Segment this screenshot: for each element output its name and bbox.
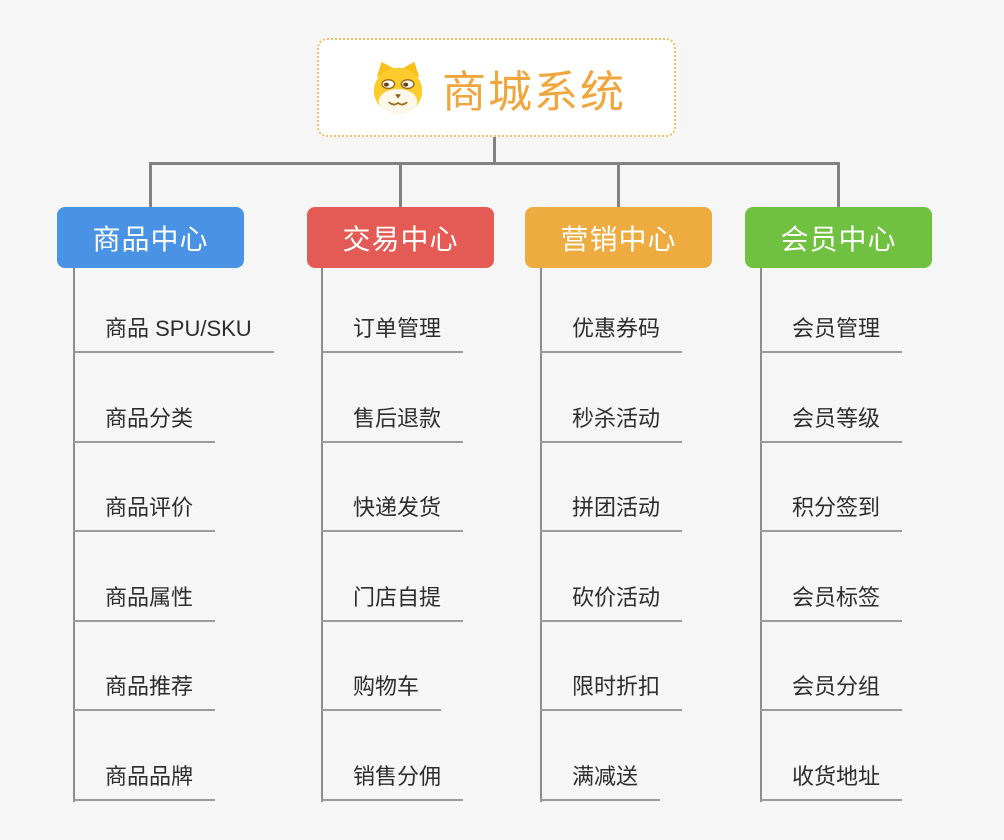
branch-label: 会员中心 xyxy=(780,223,897,255)
branch-header-product[interactable]: 商品中心 xyxy=(57,207,244,268)
leaf-node-aftersale-refund[interactable]: 售后退款 xyxy=(321,405,464,443)
leaf-node-product-attribute[interactable]: 商品属性 xyxy=(73,584,216,622)
connector-branchline-marketing xyxy=(540,268,542,802)
branch-label: 商品中心 xyxy=(92,223,209,255)
branch-header-member[interactable]: 会员中心 xyxy=(745,207,932,268)
leaf-node-bargain-activity[interactable]: 砍价活动 xyxy=(540,584,683,622)
branch-header-trade[interactable]: 交易中心 xyxy=(307,207,494,268)
leaf-node-coupon-code[interactable]: 优惠券码 xyxy=(540,315,683,353)
branch-label: 营销中心 xyxy=(560,223,677,255)
leaf-node-product-review[interactable]: 商品评价 xyxy=(73,494,216,532)
connector-branchline-member xyxy=(760,268,762,802)
connector-drop-product xyxy=(149,162,152,208)
leaf-node-points-checkin[interactable]: 积分签到 xyxy=(760,494,903,532)
root-node[interactable]: 商城系统 xyxy=(317,38,676,137)
leaf-node-sales-commission[interactable]: 销售分佣 xyxy=(321,763,464,801)
leaf-node-full-reduction[interactable]: 满减送 xyxy=(540,763,661,801)
leaf-node-express-delivery[interactable]: 快递发货 xyxy=(321,494,464,532)
leaf-node-product-recommend[interactable]: 商品推荐 xyxy=(73,673,216,711)
leaf-node-shopping-cart[interactable]: 购物车 xyxy=(321,673,442,711)
leaf-node-product-brand[interactable]: 商品品牌 xyxy=(73,763,216,801)
connector-rail xyxy=(149,162,840,165)
leaf-node-store-pickup[interactable]: 门店自提 xyxy=(321,584,464,622)
branch-label: 交易中心 xyxy=(342,223,459,255)
connector-drop-member xyxy=(837,162,840,208)
leaf-node-product-spu-sku[interactable]: 商品 SPU/SKU xyxy=(73,315,274,353)
leaf-node-product-category[interactable]: 商品分类 xyxy=(73,405,216,443)
leaf-node-shipping-address[interactable]: 收货地址 xyxy=(760,763,903,801)
branch-header-marketing[interactable]: 营销中心 xyxy=(525,207,712,268)
root-title: 商城系统 xyxy=(442,67,626,117)
leaf-node-member-group[interactable]: 会员分组 xyxy=(760,673,903,711)
leaf-node-member-tag[interactable]: 会员标签 xyxy=(760,584,903,622)
leaf-node-flash-sale[interactable]: 秒杀活动 xyxy=(540,405,683,443)
leaf-node-group-buy[interactable]: 拼团活动 xyxy=(540,494,683,532)
leaf-node-member-level[interactable]: 会员等级 xyxy=(760,405,903,443)
leaf-node-order-management[interactable]: 订单管理 xyxy=(321,315,464,353)
connector-drop-marketing xyxy=(617,162,620,208)
connector-branchline-product xyxy=(73,268,75,802)
connector-drop-trade xyxy=(399,162,402,208)
leaf-node-limited-discount[interactable]: 限时折扣 xyxy=(540,673,683,711)
dog-face-icon xyxy=(373,61,423,114)
leaf-node-member-management[interactable]: 会员管理 xyxy=(760,315,903,353)
connector-root-drop xyxy=(493,137,496,164)
connector-branchline-trade xyxy=(321,268,323,802)
